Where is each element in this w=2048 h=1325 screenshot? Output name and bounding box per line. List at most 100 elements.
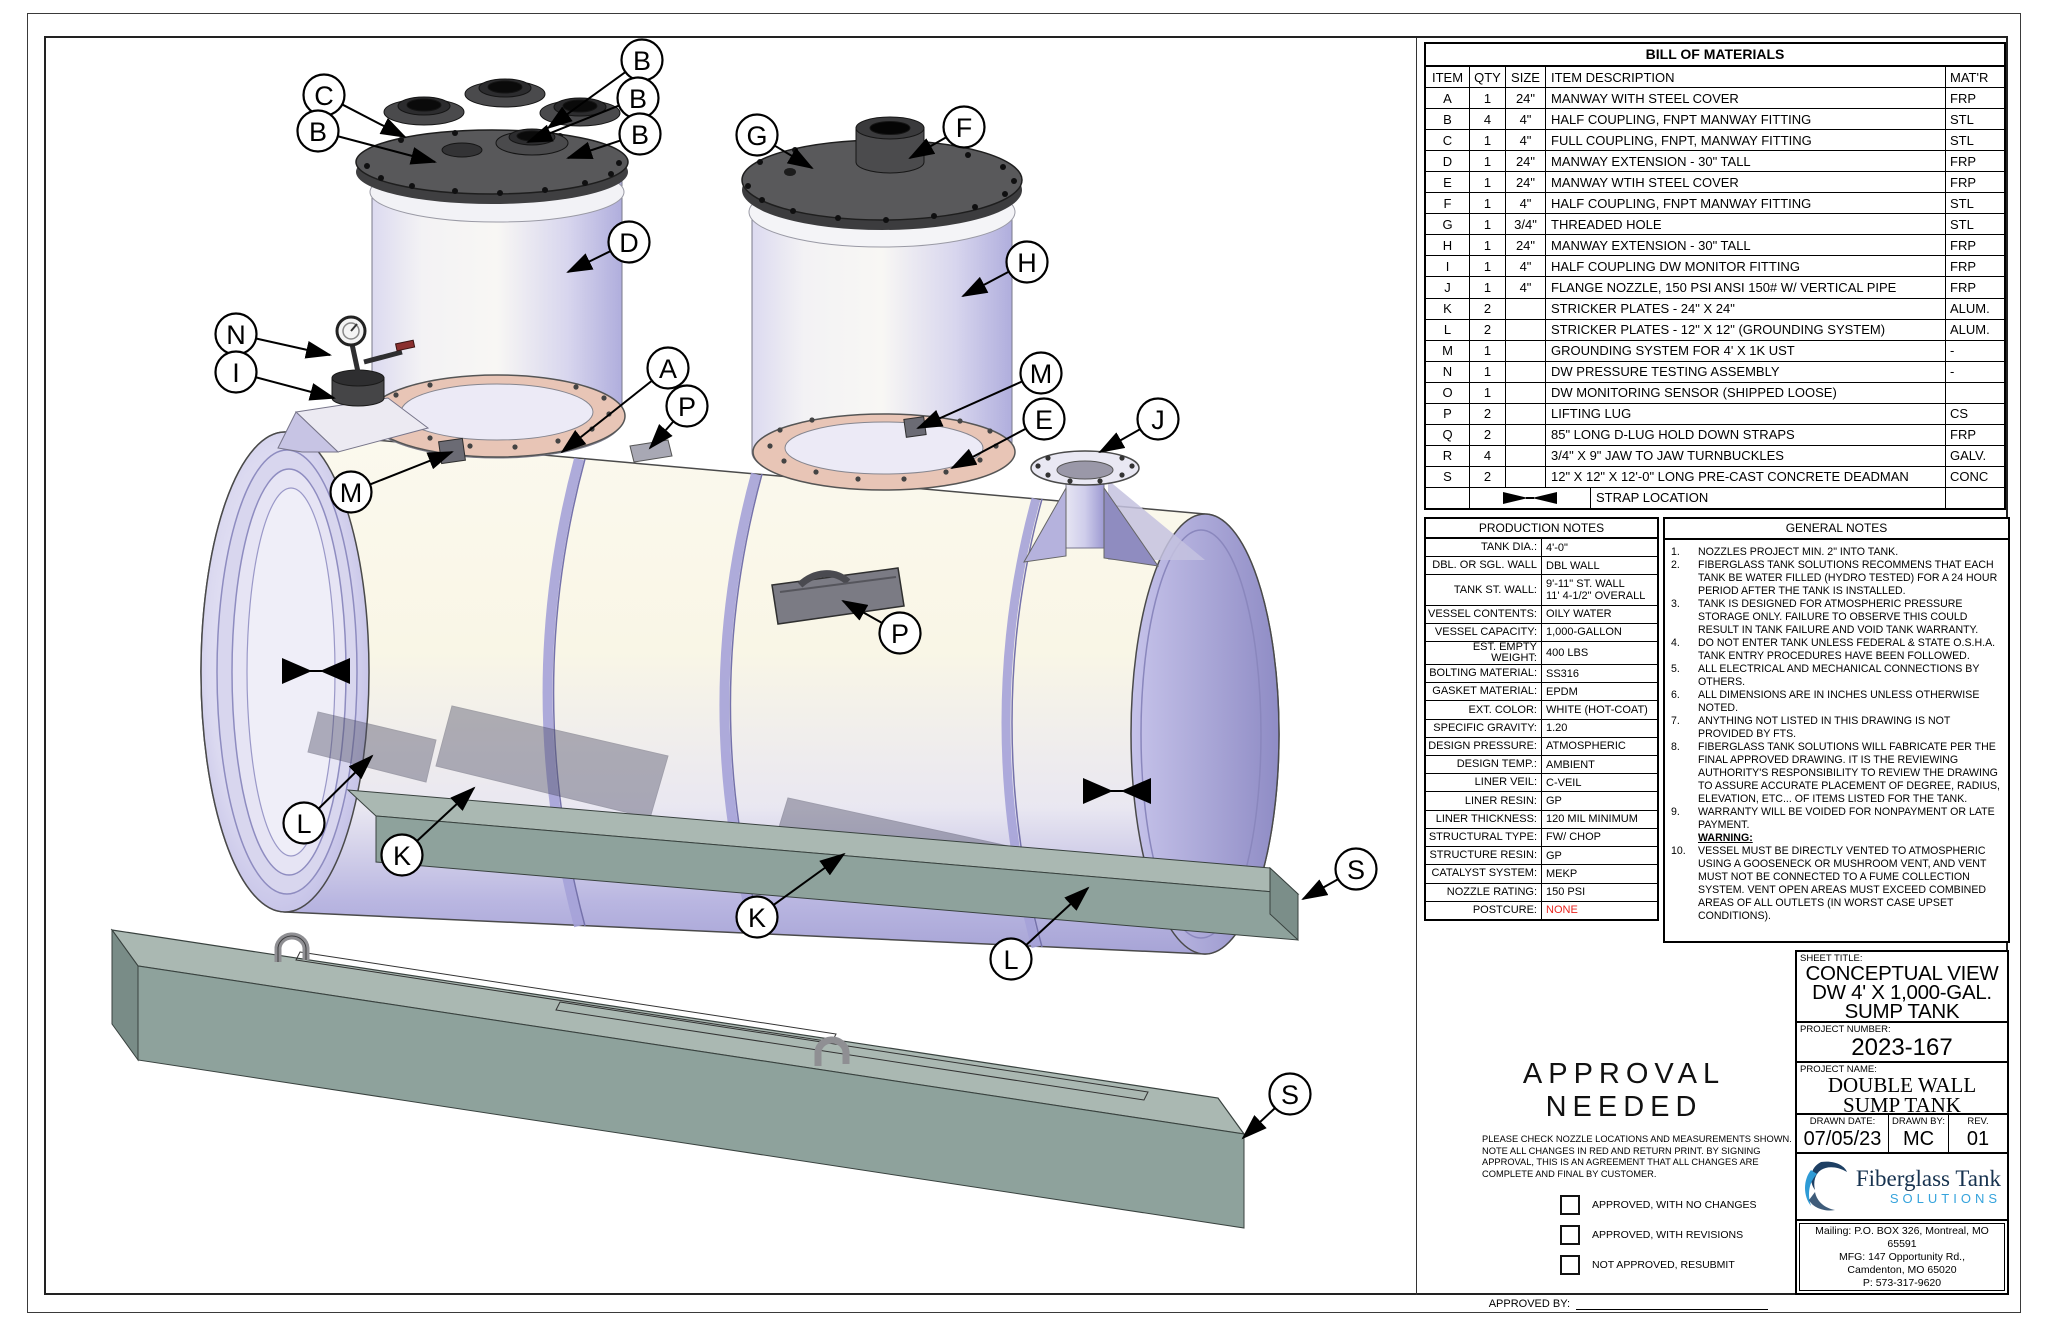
callout-balloon-l: L [989, 886, 1090, 981]
bom-cell: L [1426, 319, 1470, 340]
bom-cell: 1 [1470, 361, 1506, 382]
production-note-row: STRUCTURAL TYPE:FW/ CHOP [1426, 828, 1657, 848]
general-note-number: 5. [1671, 663, 1680, 675]
bom-header-qty: QTY [1470, 67, 1506, 88]
bom-cell: 1 [1470, 382, 1506, 403]
bom-cell: STRICKER PLATES - 12" X 12" (GROUNDING S… [1546, 319, 1946, 340]
bom-cell: N [1426, 361, 1470, 382]
bom-cell: 1 [1470, 193, 1506, 214]
svg-text:N: N [226, 320, 246, 350]
bom-cell: O [1426, 382, 1470, 403]
production-note-label: STRUCTURAL TYPE: [1426, 828, 1542, 847]
general-note-number: 8. [1671, 741, 1680, 753]
bom-cell: LIFTING LUG [1546, 403, 1946, 424]
general-note-item: 4.DO NOT ENTER TANK UNLESS FEDERAL & STA… [1671, 637, 2003, 663]
callout-balloon-p: P [841, 600, 922, 655]
general-note-text: WARRANTY WILL BE VOIDED FOR NONPAYMENT O… [1698, 806, 1995, 831]
general-note-number: 6. [1671, 689, 1680, 701]
production-note-row: VESSEL CAPACITY:1,000-GALLON [1426, 623, 1657, 643]
bom-cell: FULL COUPLING, FNPT, MANWAY FITTING [1546, 130, 1946, 151]
approval-option: APPROVED, WITH REVISIONS [1452, 1220, 1796, 1250]
callout-balloon-p: P [648, 384, 709, 450]
drawn-date: 07/05/23 [1803, 1128, 1882, 1150]
general-note-item: 3.TANK IS DESIGNED FOR ATMOSPHERIC PRESS… [1671, 598, 2003, 637]
general-note-item: 10.VESSEL MUST BE DIRECTLY VENTED TO ATM… [1671, 845, 2003, 923]
project-number: 2023-167 [1851, 1034, 1953, 1061]
bom-cell: 3/4" X 9" JAW TO JAW TURNBUCKLES [1546, 445, 1946, 466]
bom-cell: 24" [1506, 88, 1546, 109]
callout-balloon-n: N [214, 312, 332, 359]
production-note-label: DESIGN TEMP.: [1426, 756, 1542, 774]
callout-balloon-d: D [566, 220, 651, 273]
general-note-text: ALL DIMENSIONS ARE IN INCHES UNLESS OTHE… [1698, 689, 1980, 714]
general-note-number: 1. [1671, 546, 1680, 558]
production-note-label: LINER RESIN: [1426, 792, 1542, 810]
approved-by-signature-line[interactable] [1576, 1298, 1768, 1310]
project-name: DOUBLE WALL SUMP TANK [1827, 1073, 1977, 1117]
bom-cell: FRP [1950, 174, 1976, 190]
callout-balloon-s: S [1301, 847, 1378, 900]
lifting-lug-p1 [629, 439, 673, 463]
general-note-number: 3. [1671, 598, 1680, 610]
callout-balloon-c: C [302, 73, 407, 138]
cover-fitting-f [855, 116, 925, 174]
bom-cell: 12" X 12" X 12'-0" LONG PRE-CAST CONCRET… [1546, 466, 1946, 487]
approval-instructions: PLEASE CHECK NOZZLE LOCATIONS AND MEASUR… [1482, 1134, 1792, 1179]
bom-cell [1506, 298, 1546, 319]
bom-cell: 2 [1470, 403, 1506, 424]
approval-checkbox[interactable] [1560, 1225, 1580, 1245]
bom-cell: FRP [1950, 258, 1976, 274]
production-note-value: 1,000-GALLON [1546, 626, 1622, 639]
svg-text:P: P [678, 392, 696, 422]
svg-text:E: E [1035, 405, 1053, 435]
bom-cell: - [1950, 343, 1955, 359]
bom-cell: H [1426, 235, 1470, 256]
strap-symbol-cell [1470, 487, 1591, 508]
bom-cell: J [1426, 277, 1470, 298]
sheet-title: CONCEPTUAL VIEW DW 4' X 1,000-GAL. SUMP … [1805, 962, 1999, 1023]
svg-text:C: C [314, 81, 334, 111]
bom-header-desc: ITEM DESCRIPTION [1546, 67, 1946, 88]
general-note-item: 5.ALL ELECTRICAL AND MECHANICAL CONNECTI… [1671, 663, 2003, 689]
approval-option: NOT APPROVED, RESUBMIT [1452, 1250, 1796, 1280]
approved-by-label: APPROVED BY: [1488, 1298, 1570, 1310]
bom-header-item: ITEM [1426, 67, 1470, 88]
svg-text:J: J [1151, 405, 1165, 435]
approval-checkbox[interactable] [1560, 1255, 1580, 1275]
production-note-row: TANK DIA.:4'-0" [1426, 539, 1657, 558]
production-note-label: STRUCTURE RESIN: [1426, 847, 1542, 865]
bom-cell: 3/4" [1506, 214, 1546, 235]
bom-strap-row: STRAP LOCATION [1426, 487, 2004, 508]
svg-text:D: D [619, 228, 639, 258]
production-note-value: DBL WALL [1546, 559, 1600, 572]
production-note-label: TANK ST. WALL: [1426, 575, 1542, 605]
dw-monitor-fitting-i [331, 369, 385, 407]
manway-flange-e [752, 413, 1016, 491]
bom-cell: 85" LONG D-LUG HOLD DOWN STRAPS [1546, 424, 1946, 445]
callout-balloon-m: M [329, 451, 454, 514]
general-note-text: FIBERGLASS TANK SOLUTIONS WILL FABRICATE… [1698, 741, 2000, 805]
sheet-title-label: SHEET TITLE: [1800, 953, 1863, 964]
bom-cell: MANWAY WITH STEEL COVER [1546, 88, 1946, 109]
bom-cell: - [1950, 364, 1955, 380]
approval-option-label: APPROVED, WITH NO CHANGES [1592, 1199, 1757, 1211]
callout-balloon-b: B [546, 38, 664, 130]
lifting-lug-p2 [771, 567, 905, 625]
bom-cell: C [1426, 130, 1470, 151]
svg-text:K: K [748, 903, 766, 933]
production-note-value: OILY WATER [1546, 608, 1612, 621]
bom-cell: GROUNDING SYSTEM FOR 4' X 1K UST [1546, 340, 1946, 361]
general-note-number: 7. [1671, 715, 1680, 727]
bom-cell: 4 [1470, 109, 1506, 130]
approval-checkbox[interactable] [1560, 1195, 1580, 1215]
strap-location-markers [282, 658, 1151, 804]
svg-text:L: L [1003, 945, 1018, 975]
production-note-row: LINER RESIN:GP [1426, 792, 1657, 811]
